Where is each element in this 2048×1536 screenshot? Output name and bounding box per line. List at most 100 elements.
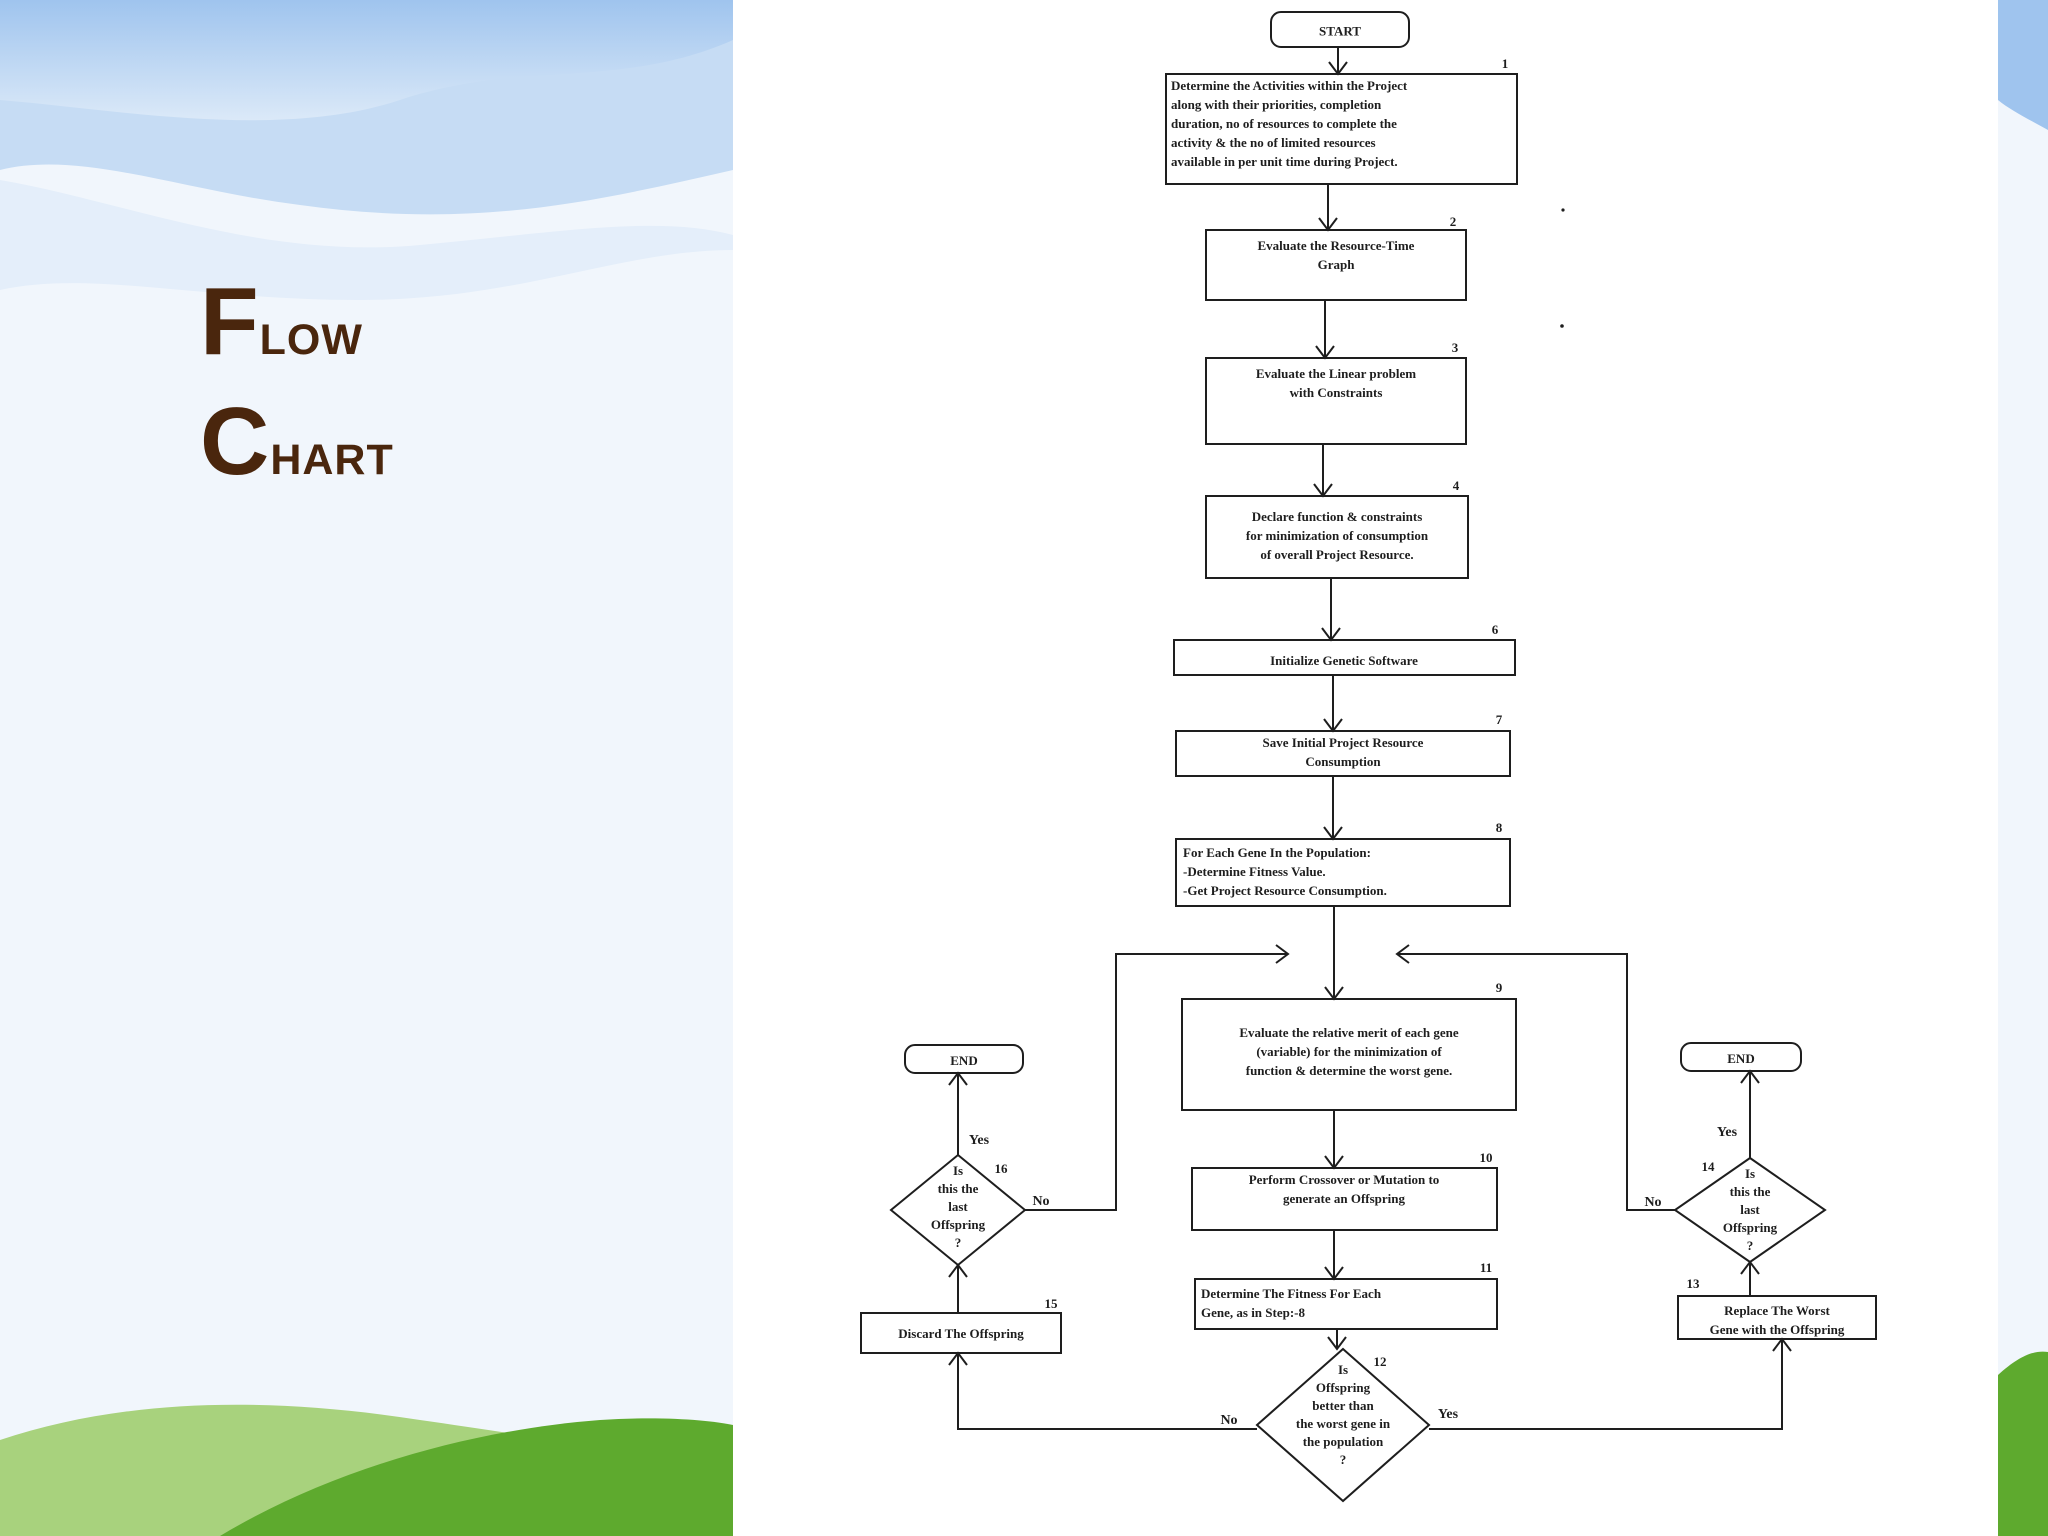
arrow-12-yes-to-13: [1772, 1337, 1792, 1352]
step-9-box: [1181, 998, 1517, 1111]
title-line-2: Chart: [200, 388, 394, 495]
step-15-box: [860, 1312, 1062, 1354]
step-13-text-line-2: Gene with the Offspring: [1710, 1322, 1845, 1337]
decision-12-text-line-2: Offspring: [1316, 1380, 1371, 1395]
end-terminator-left: [904, 1044, 1024, 1074]
decision-12-text-line-3: better than: [1312, 1398, 1374, 1413]
start-terminator: [1270, 11, 1410, 48]
step-4-text-line-2: for minimization of consumption: [1246, 528, 1429, 543]
decision-16-text-line-4: Offspring: [931, 1217, 986, 1232]
arrow-15-to-16: [948, 1263, 968, 1278]
decision-12-number: 12: [1374, 1354, 1387, 1369]
flowchart: START END END Determine the Activities with…: [860, 11, 1877, 1503]
decision-14-text-line-4: Offspring: [1723, 1220, 1778, 1235]
decision-12-text-line-5: the population: [1303, 1434, 1384, 1449]
step-1-number: 1: [1502, 56, 1509, 71]
decision-16-no-label: No: [1032, 1194, 1049, 1209]
arrow-12-no-to-15: [948, 1351, 968, 1366]
step-9-text-line-1: Evaluate the relative merit of each gene: [1239, 1025, 1458, 1040]
step-11-text-line-2: Gene, as in Step:-8: [1201, 1305, 1306, 1320]
step-7-box: [1175, 730, 1511, 777]
decision-12-text-line-1: Is: [1338, 1362, 1348, 1377]
step-3-text-line-1: Evaluate the Linear problem: [1256, 366, 1416, 381]
arrow-start-to-1: [1328, 61, 1348, 76]
scan-dot-1: [1561, 208, 1565, 212]
decision-12-text-line-6: ?: [1340, 1452, 1347, 1467]
title-line-1: Flow: [200, 268, 363, 375]
decision-14-text-line-3: last: [1740, 1202, 1760, 1217]
step-4-text-line-1: Declare function & constraints: [1252, 509, 1423, 524]
step-3-number: 3: [1452, 340, 1459, 355]
connector-12-no-to-15: [957, 1353, 1257, 1430]
sky-wave-front: [0, 0, 733, 121]
arrow-7-to-8: [1323, 826, 1343, 841]
arrow-2-to-3: [1315, 345, 1335, 360]
step-2-number: 2: [1450, 214, 1457, 229]
step-6-box: [1173, 639, 1516, 676]
step-2-text-line-2: Graph: [1318, 257, 1356, 272]
arrow-8-to-9: [1324, 986, 1344, 1001]
step-13-box: [1677, 1295, 1877, 1340]
sky-wave-light: [0, 180, 733, 300]
decision-14-text-line-1: Is: [1745, 1166, 1755, 1181]
step-6-text-line-1: Initialize Genetic Software: [1270, 653, 1418, 668]
decision-16-yes-label: Yes: [969, 1133, 990, 1148]
connector-16-no-loop: [1025, 953, 1288, 1211]
decision-12-no-label: No: [1220, 1413, 1237, 1428]
step-10-number: 10: [1480, 1150, 1493, 1165]
step-7-number: 7: [1496, 712, 1503, 727]
slide-title: Flow Chart: [200, 268, 394, 508]
step-15-number: 15: [1045, 1296, 1059, 1311]
arrow-11-to-12: [1327, 1336, 1347, 1351]
arrow-10-to-11: [1324, 1266, 1344, 1281]
decision-12-yes-label: Yes: [1438, 1407, 1459, 1422]
step-7-text-line-2: Consumption: [1305, 754, 1381, 769]
step-10-text-line-1: Perform Crossover or Mutation to: [1249, 1172, 1440, 1187]
arrow-13-to-14: [1740, 1260, 1760, 1275]
step-7-text-line-1: Save Initial Project Resource: [1263, 735, 1424, 750]
arrow-16-yes-to-end: [948, 1071, 968, 1086]
step-8-box: [1175, 838, 1511, 907]
arrow-4-to-6: [1321, 627, 1341, 642]
end-terminator-right: [1680, 1042, 1802, 1072]
step-8-number: 8: [1496, 820, 1503, 835]
step-6-number: 6: [1492, 622, 1499, 637]
scan-dot-2: [1560, 324, 1564, 328]
step-1-text-line-4: activity & the no of limited resources: [1171, 135, 1376, 150]
step-8-text-line-2: -Determine Fitness Value.: [1183, 864, 1326, 879]
step-11-box: [1194, 1278, 1498, 1330]
arrow-14-no-loop: [1395, 944, 1410, 964]
decision-14-yes-label: Yes: [1717, 1125, 1738, 1140]
decision-14-text-line-2: this the: [1730, 1184, 1771, 1199]
arrow-1-to-2: [1318, 217, 1338, 232]
step-8-text-line-3: -Get Project Resource Consumption.: [1183, 883, 1387, 898]
step-4-number: 4: [1453, 478, 1460, 493]
hill-front: [220, 1418, 733, 1536]
step-10-box: [1191, 1167, 1498, 1231]
step-9-number: 9: [1496, 980, 1503, 995]
arrow-16-no-loop: [1275, 944, 1290, 964]
arrow-9-to-10: [1324, 1155, 1344, 1170]
flowchart-panel: START END END Determine the Activities with…: [733, 0, 1998, 1536]
end-terminator-right-label: END: [1727, 1051, 1754, 1066]
step-1-text-line-1: Determine the Activities within the Proj…: [1171, 78, 1408, 93]
step-3-text-line-2: with Constraints: [1290, 385, 1383, 400]
step-13-text-line-1: Replace The Worst: [1724, 1303, 1830, 1318]
step-9-text-line-3: function & determine the worst gene.: [1246, 1063, 1453, 1078]
arrow-6-to-7: [1323, 718, 1343, 733]
step-2-box: [1205, 229, 1467, 301]
start-terminator-label: START: [1319, 24, 1361, 39]
end-terminator-left-label: END: [950, 1053, 977, 1068]
step-3-box: [1205, 357, 1467, 445]
right-sky-strip: [1998, 0, 2048, 130]
step-1-text-line-5: available in per unit time during Projec…: [1171, 154, 1398, 169]
decision-12: [1255, 1347, 1431, 1503]
decision-12-text-line-4: the worst gene in: [1296, 1416, 1391, 1431]
step-2-text-line-1: Evaluate the Resource-Time: [1258, 238, 1415, 253]
step-15-text-line-1: Discard The Offspring: [898, 1326, 1024, 1341]
connector-14-no-loop: [1397, 953, 1675, 1211]
step-4-text-line-3: of overall Project Resource.: [1260, 547, 1413, 562]
arrow-3-to-4: [1313, 483, 1333, 498]
decision-14-text-line-5: ?: [1747, 1238, 1754, 1253]
decision-16-text-line-1: Is: [953, 1163, 963, 1178]
